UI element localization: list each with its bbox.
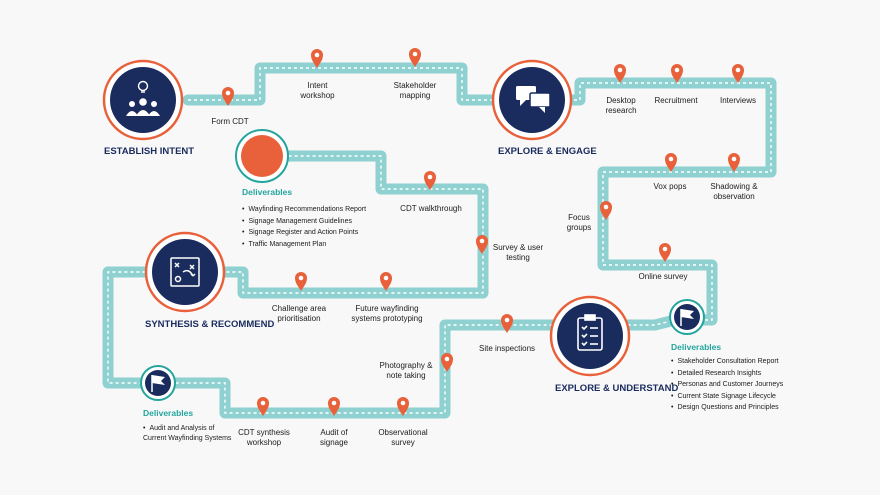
map-pin-icon-desktop-research — [614, 64, 626, 83]
list-item: Signage Register and Action Points — [242, 227, 366, 239]
list-item: Audit and Analysis of Current Wayfinding… — [143, 424, 235, 444]
step-challenge-area: Challenge area prioritisation — [271, 304, 327, 323]
deliverables-top-list: Wayfinding Recommendations Report Signag… — [242, 204, 366, 250]
deliverables-right-marker — [669, 299, 705, 335]
phase-title-explore-engage: EXPLORE & ENGAGE — [498, 146, 597, 157]
map-pin-icon-interviews — [732, 64, 744, 83]
synthesis-recommend-circle — [144, 231, 226, 313]
step-photography: Photography & note taking — [379, 361, 433, 380]
list-item: Personas and Customer Journeys — [671, 379, 783, 391]
map-pin-icon-online-survey — [659, 243, 671, 262]
speech-bubbles-icon — [516, 86, 551, 113]
explore-engage-circle — [491, 59, 573, 141]
map-pin-icon-photography — [441, 353, 453, 372]
deliverables-left-list: Audit and Analysis of Current Wayfinding… — [143, 424, 235, 444]
step-observational-survey: Observational survey — [378, 428, 428, 447]
journey-road-dash — [107, 67, 772, 414]
phase-title-explore-understand: EXPLORE & UNDERSTAND — [555, 383, 679, 394]
step-vox-pops: Vox pops — [653, 182, 687, 191]
list-item: Stakeholder Consultation Report — [671, 356, 783, 368]
step-stakeholder-mapping: Stakeholder mapping — [393, 81, 437, 100]
map-pin-icon-future-wayfinding — [380, 272, 392, 291]
list-item: Traffic Management Plan — [242, 239, 366, 251]
step-survey-testing: Survey & user testing — [492, 243, 544, 262]
step-audit-signage: Audit of signage — [319, 428, 349, 447]
deliverables-left-marker — [140, 365, 176, 401]
deliverables-right-title: Deliverables — [671, 342, 722, 352]
map-pin-icon-site-inspections — [501, 314, 513, 333]
clipboard-checklist-icon — [577, 314, 603, 351]
list-item: Design Questions and Principles — [671, 402, 783, 414]
step-interviews: Interviews — [719, 96, 756, 105]
map-pin-icon-shadowing — [728, 153, 740, 172]
map-pin-icon-audit-signage — [328, 397, 340, 416]
explore-understand-circle — [549, 295, 631, 377]
map-pin-icon-survey-testing — [476, 235, 488, 254]
step-intent-workshop: Intent workshop — [300, 81, 335, 100]
flag-icon — [151, 375, 165, 392]
phase-title-establish: ESTABLISH INTENT — [104, 146, 195, 157]
strategy-board-icon — [170, 257, 200, 287]
list-item: Wayfinding Recommendations Report — [242, 204, 366, 216]
map-pin-icon-recruitment — [671, 64, 683, 83]
deliverables-left-title: Deliverables — [143, 408, 194, 418]
people-lightbulb-icon — [126, 80, 160, 116]
deliverables-right-list: Stakeholder Consultation Report Detailed… — [671, 356, 783, 414]
flag-icon — [680, 309, 694, 326]
step-site-inspections: Site inspections — [478, 344, 536, 353]
map-pin-icon-cdt-synthesis — [257, 397, 269, 416]
phase-title-synthesis: SYNTHESIS & RECOMMEND — [145, 319, 275, 330]
deliverables-top-marker — [235, 129, 289, 183]
map-pin-icon-form-cdt — [222, 87, 234, 106]
list-item: Current State Signage Lifecycle — [671, 391, 783, 403]
step-cdt-synthesis: CDT synthesis workshop — [238, 428, 290, 447]
map-pin-icon-intent-workshop — [311, 49, 323, 68]
map-pin-icon-challenge-area — [295, 272, 307, 291]
step-recruitment: Recruitment — [654, 96, 698, 105]
map-pin-icon-stakeholder-mapping — [409, 48, 421, 67]
step-form-cdt: Form CDT — [211, 117, 249, 126]
map-pin-icon-focus-groups — [600, 201, 612, 220]
list-item: Signage Management Guidelines — [242, 216, 366, 228]
step-desktop-research: Desktop research — [605, 96, 637, 115]
map-pin-icon-cdt-walkthrough — [424, 171, 436, 190]
list-item: Detailed Research Insights — [671, 368, 783, 380]
deliverables-top-title: Deliverables — [242, 187, 293, 197]
step-shadowing: Shadowing & observation — [710, 182, 758, 201]
map-pin-icon-observational-survey — [397, 397, 409, 416]
step-cdt-walkthrough: CDT walkthrough — [400, 204, 462, 213]
map-pin-icon-vox-pops — [665, 153, 677, 172]
establish-intent-circle — [102, 59, 184, 141]
step-focus-groups: Focus groups — [566, 213, 592, 232]
step-future-wayfinding: Future wayfinding systems prototyping — [351, 304, 423, 323]
step-online-survey: Online survey — [638, 272, 688, 281]
